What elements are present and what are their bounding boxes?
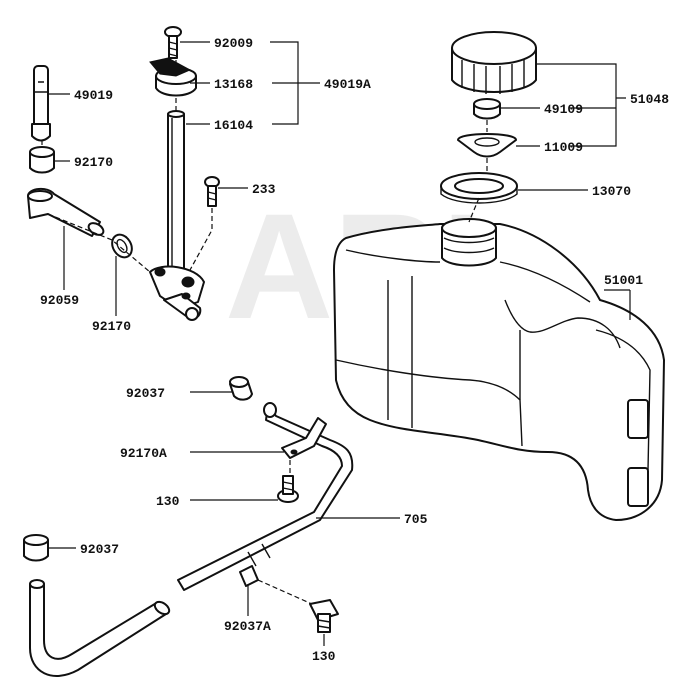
clip-92037-bottom: [23, 534, 49, 562]
label-92037-a: 92037: [126, 386, 165, 401]
filter-tube-16104: [167, 110, 185, 279]
label-13070: 13070: [592, 184, 631, 199]
fitting-49019: [31, 65, 51, 142]
valve-assembly-axis: [175, 60, 213, 271]
screw-233: [204, 176, 220, 207]
label-233: 233: [252, 182, 276, 197]
label-13168: 13168: [214, 77, 253, 92]
bolt-130-b: [309, 599, 339, 633]
label-92170-mid: 92170: [92, 319, 131, 334]
label-92059: 92059: [40, 293, 79, 308]
hose-92059: [27, 188, 105, 237]
label-92170a: 92170A: [120, 446, 167, 461]
label-705: 705: [404, 512, 428, 527]
cap-assembly-axis: [468, 120, 488, 223]
label-16104: 16104: [214, 118, 253, 133]
hose-assembly-axis: [41, 140, 151, 273]
label-49019a: 49019A: [324, 77, 371, 92]
label-11009: 11009: [544, 140, 583, 155]
label-92037a: 92037A: [224, 619, 271, 634]
label-92009: 92009: [214, 36, 253, 51]
bracket-92170A: [281, 417, 327, 459]
bolt-b-axis: [257, 579, 313, 605]
screw-92009: [164, 26, 182, 59]
label-130-b: 130: [312, 649, 336, 664]
label-92037-b: 92037: [80, 542, 119, 557]
lower-hose: [29, 579, 171, 677]
label-51048: 51048: [630, 92, 669, 107]
label-51001: 51001: [604, 273, 643, 288]
gasket-11009: [457, 133, 517, 158]
label-130-a: 130: [156, 494, 180, 509]
fuel-tank: [333, 218, 665, 521]
cap-vent-49109: [473, 98, 501, 120]
label-49109: 49109: [544, 102, 583, 117]
knob-13168: [149, 57, 197, 97]
label-49019: 49019: [74, 88, 113, 103]
fuel-pipe-705: [177, 402, 354, 591]
clip-92037A: [239, 565, 259, 587]
fuel-cap: [451, 31, 537, 94]
clip-92037-top: [229, 376, 253, 401]
clamp-92170-top: [29, 146, 55, 174]
clamp-92170-mid: [111, 233, 133, 259]
leader-lines: [48, 41, 631, 646]
bolt-130-a: [277, 475, 299, 503]
valve-body: [149, 265, 205, 321]
label-92170-top: 92170: [74, 155, 113, 170]
